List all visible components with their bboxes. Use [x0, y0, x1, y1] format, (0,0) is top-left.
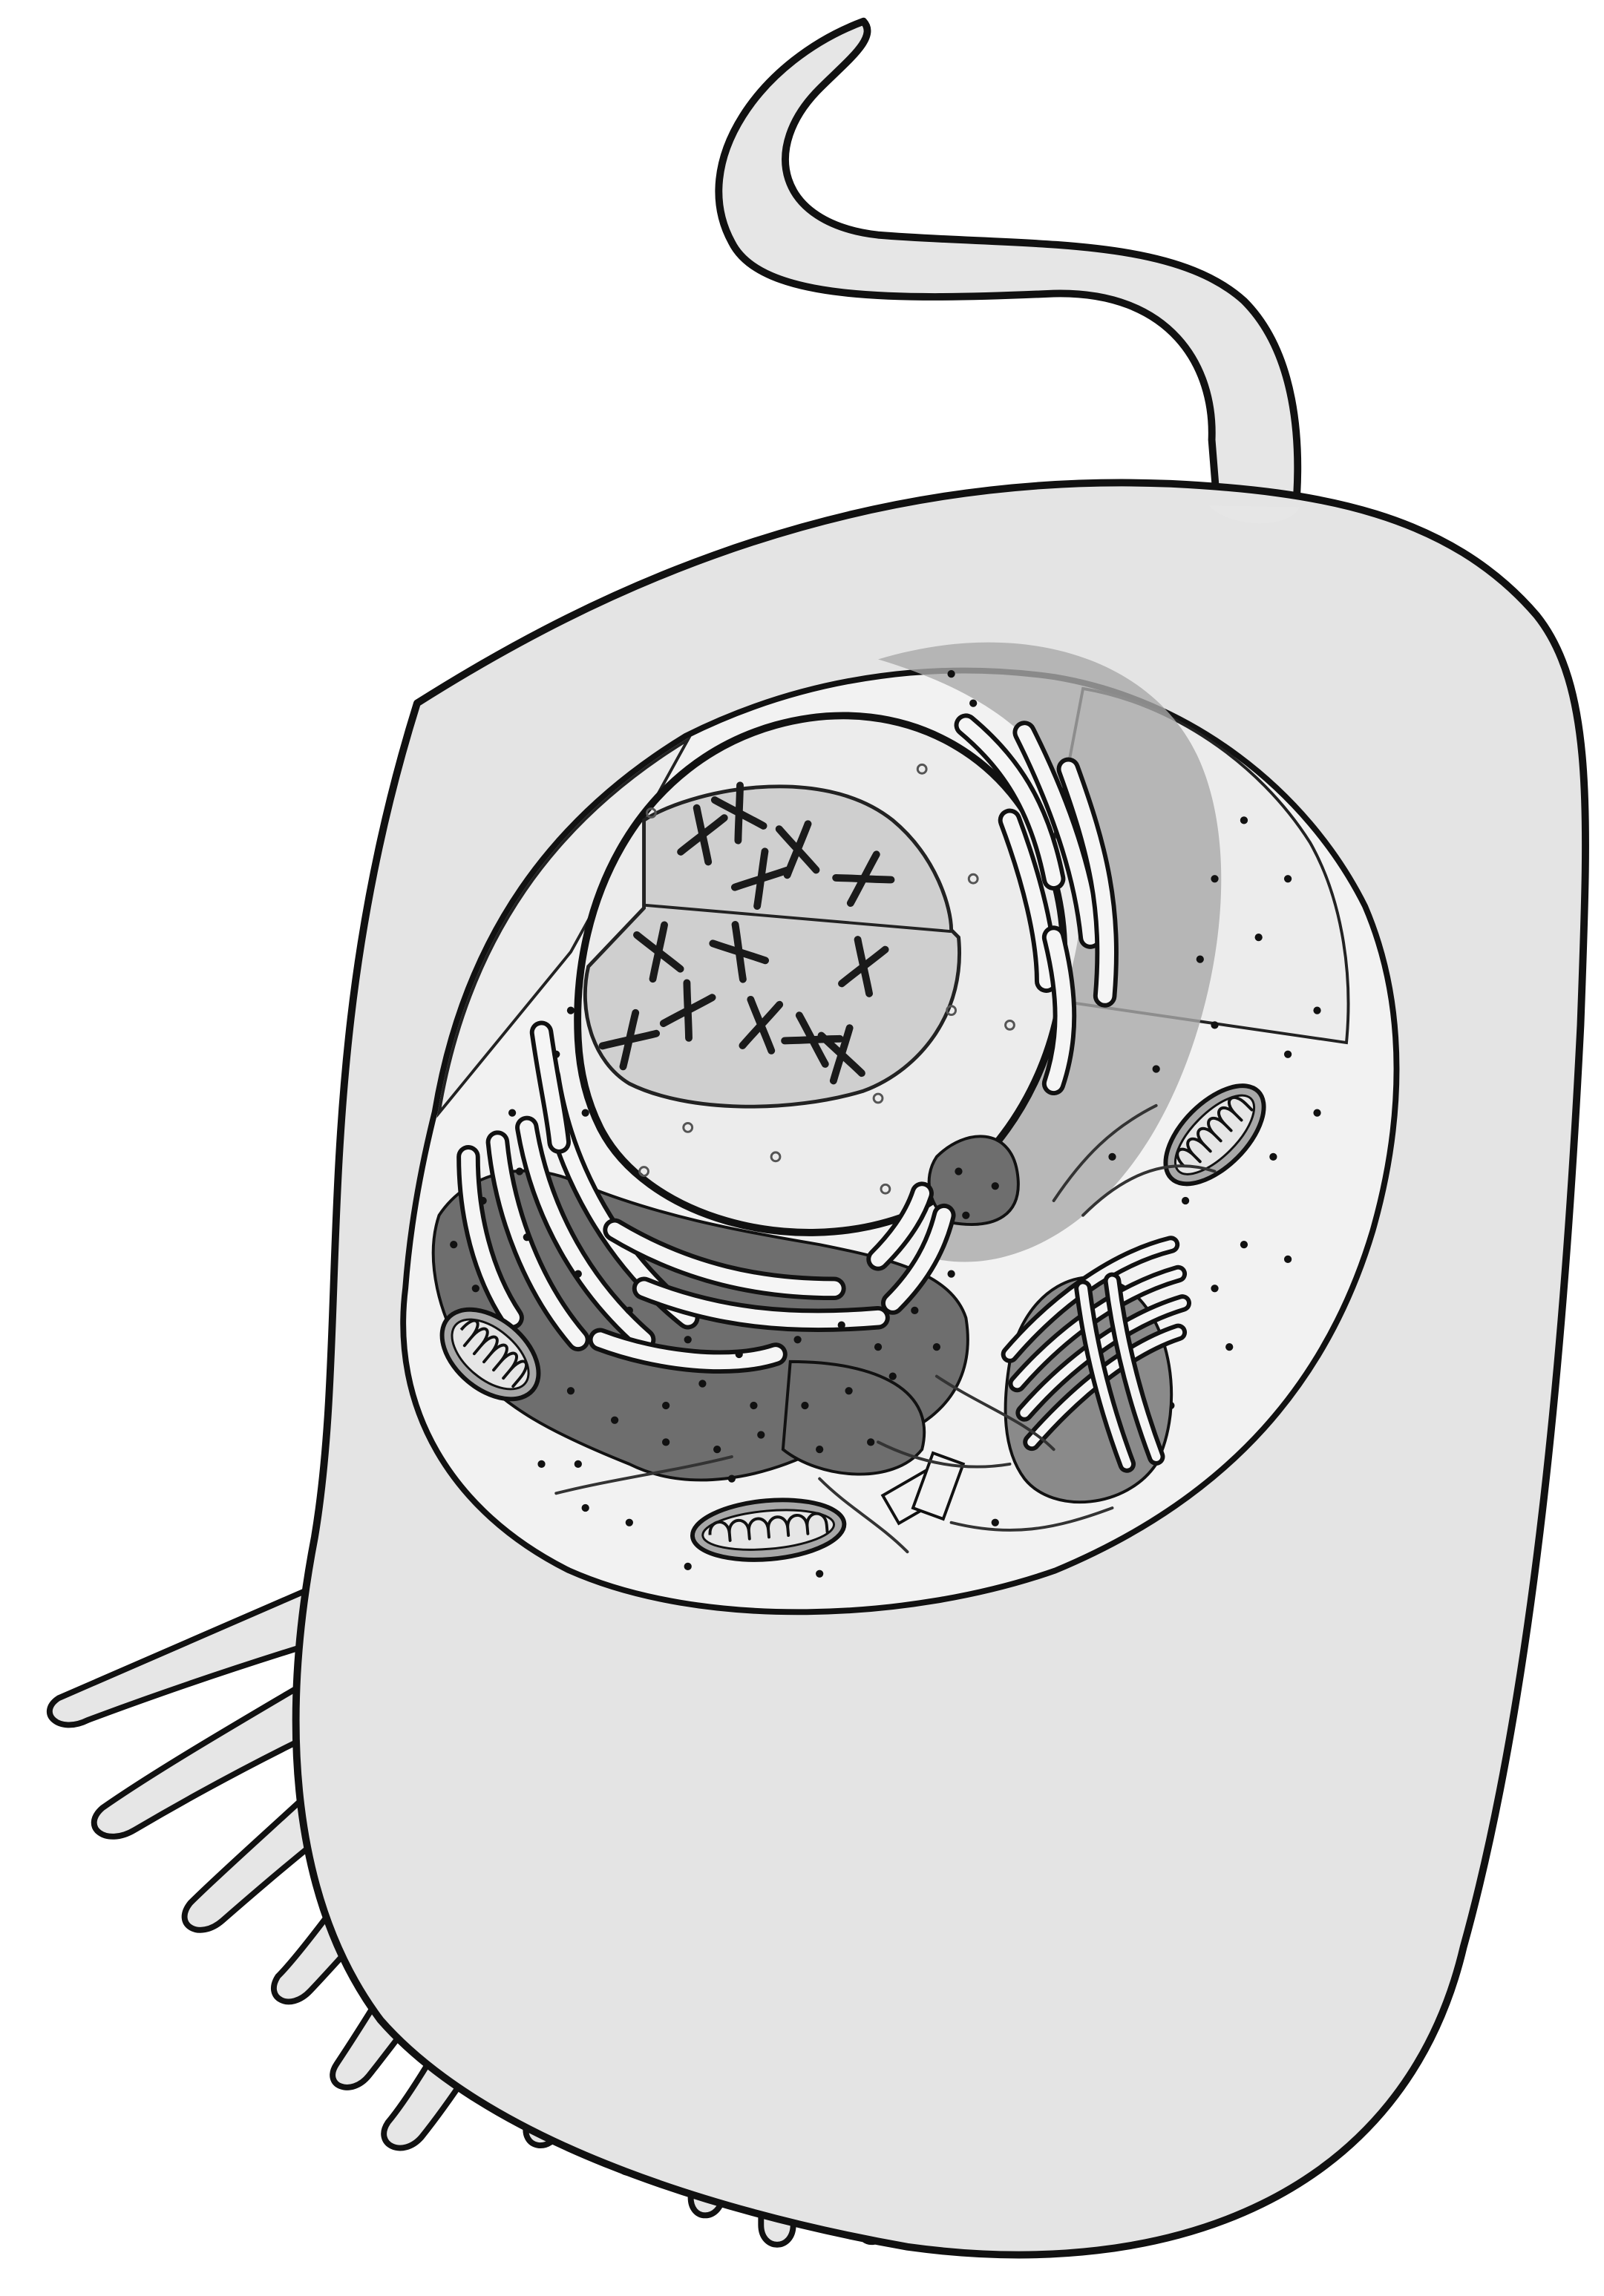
- ribosome: [450, 1241, 457, 1248]
- ribosome: [1197, 956, 1204, 963]
- ribosome: [567, 1387, 575, 1394]
- ribosome: [552, 1051, 560, 1058]
- ribosome: [736, 1351, 743, 1358]
- ribosome: [801, 1402, 808, 1409]
- ribosome: [867, 1438, 874, 1446]
- ribosome: [962, 1212, 969, 1219]
- ribosome: [911, 1307, 918, 1314]
- ribosome: [1211, 1021, 1218, 1029]
- ribosome: [611, 1417, 618, 1424]
- ribosome: [845, 1387, 852, 1394]
- ribosome: [838, 1321, 845, 1328]
- ribosome: [516, 1167, 523, 1175]
- ribosome: [1240, 1241, 1248, 1248]
- ribosome: [889, 1372, 897, 1380]
- ribosome: [1255, 934, 1263, 941]
- ribosome: [1211, 875, 1218, 882]
- ribosome: [567, 1007, 575, 1014]
- ribosome: [582, 1109, 589, 1117]
- ribosome: [472, 1285, 479, 1292]
- ribosome: [1240, 816, 1248, 824]
- ribosome: [626, 1307, 633, 1314]
- ribosome: [992, 1182, 999, 1190]
- ribosome: [1108, 1153, 1116, 1161]
- ribosome: [1284, 875, 1292, 882]
- ribosome: [626, 1519, 633, 1526]
- ribosome: [582, 1504, 589, 1512]
- ribosome: [684, 1563, 692, 1570]
- ribosome: [816, 1446, 823, 1453]
- ribosome: [1225, 1343, 1233, 1351]
- ribosome: [1153, 1065, 1160, 1072]
- ribosome: [537, 1460, 545, 1468]
- ribosome: [479, 1197, 487, 1204]
- ribosome: [874, 1343, 882, 1351]
- ribosome: [684, 1336, 692, 1343]
- ribosome: [508, 1109, 516, 1117]
- ribosome: [1284, 1051, 1292, 1058]
- ribosome: [750, 1402, 757, 1409]
- ribosome: [992, 1519, 999, 1526]
- ribosome: [757, 1431, 765, 1438]
- ribosome: [698, 1380, 706, 1387]
- ribosome: [816, 1570, 823, 1578]
- ribosome: [793, 1336, 801, 1343]
- ribosome: [728, 1475, 736, 1482]
- ribosome: [969, 699, 977, 706]
- ribosome: [662, 1402, 670, 1409]
- ribosome: [955, 1167, 962, 1175]
- ribosome: [947, 1270, 955, 1277]
- ribosome: [662, 1438, 670, 1446]
- ribosome: [1182, 1197, 1189, 1204]
- ribosome: [1211, 1285, 1218, 1292]
- ribosome: [575, 1460, 582, 1468]
- ribosome: [1269, 1153, 1277, 1161]
- ribosome: [1284, 1256, 1292, 1263]
- ribosome: [575, 1270, 582, 1277]
- ribosome: [947, 670, 955, 678]
- ribosome: [1313, 1007, 1320, 1014]
- ribosome: [1313, 1109, 1320, 1117]
- ribosome: [933, 1343, 940, 1351]
- ribosome: [713, 1446, 721, 1453]
- ribosome: [523, 1233, 531, 1241]
